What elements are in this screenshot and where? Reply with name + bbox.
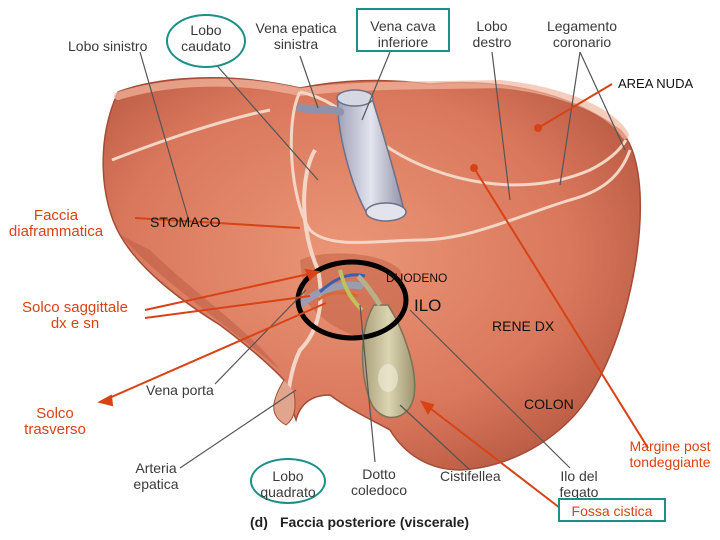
leader-lines bbox=[139, 51, 626, 471]
label-colon: COLON bbox=[524, 396, 574, 412]
label-margine-post: Margine post tondeggiante bbox=[629, 438, 711, 470]
label-solco-saggittale: Solco saggittale dx e sn bbox=[22, 299, 128, 332]
portal-vein bbox=[296, 281, 364, 309]
label-faccia-diaframmatica: Faccia diaframmatica bbox=[8, 207, 104, 240]
label-vena-cava-inferiore: Vena cava inferiore bbox=[356, 8, 450, 52]
label-rene-dx: RENE DX bbox=[492, 318, 555, 334]
label-stomaco: STOMACO bbox=[150, 214, 221, 230]
label-lobo-caudato: Lobo caudato bbox=[166, 14, 246, 68]
figure-letter: (d) bbox=[250, 514, 268, 530]
label-arteria-epatica: Arteria epatica bbox=[133, 460, 179, 492]
annotation-arrows bbox=[97, 83, 649, 509]
label-solco-trasverso: Solco trasverso bbox=[24, 405, 86, 438]
label-cistifellea: Cistifellea bbox=[440, 468, 501, 484]
figure-caption: Faccia posteriore (viscerale) bbox=[280, 514, 470, 530]
label-duodeno: DUODENO bbox=[386, 271, 448, 285]
label-lobo-sinistro: Lobo sinistro bbox=[68, 38, 148, 54]
hilum-circle bbox=[295, 259, 409, 341]
label-lobo-destro: Lobo destro bbox=[472, 18, 512, 50]
label-vena-porta: Vena porta bbox=[146, 382, 214, 398]
label-vena-epatica-sinistra: Vena epatica sinistra bbox=[255, 20, 337, 52]
label-area-nuda: AREA NUDA bbox=[618, 76, 694, 91]
label-dotto-coledoco: Dotto coledoco bbox=[350, 466, 408, 498]
label-lobo-quadrato: Lobo quadrato bbox=[250, 458, 326, 504]
label-legamento-coronario: Legamento coronario bbox=[546, 18, 618, 50]
label-ilo-del-fegato: Ilo del fegato bbox=[559, 468, 599, 500]
label-ilo: ILO bbox=[414, 296, 442, 315]
label-fossa-cistica: Fossa cistica bbox=[558, 498, 666, 522]
